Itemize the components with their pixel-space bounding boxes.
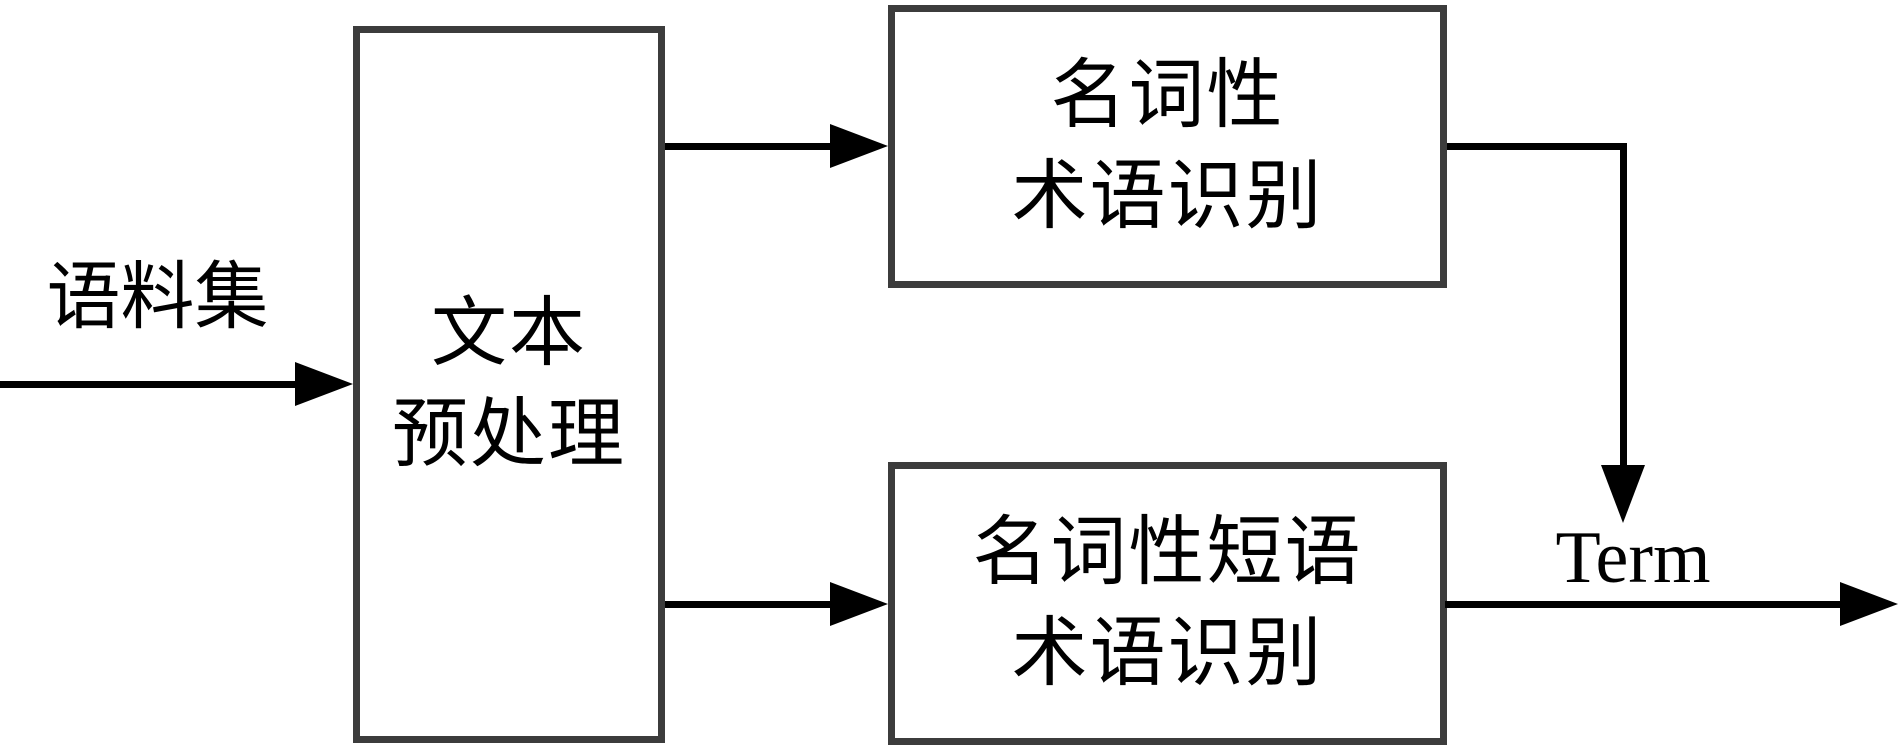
arrowhead-right-icon [830,124,888,168]
node-noun-phrase-term-line1: 名词性短语 [972,510,1363,595]
corpus-input-arrow-line [0,381,297,388]
edge-preprocess-to-noun-phrase-line [665,601,832,608]
corpus-label: 语料集 [46,257,269,339]
arrowhead-right-icon [1840,582,1898,626]
arrowhead-right-icon [830,582,888,626]
node-text-preprocess-line1: 文本 [431,291,587,376]
node-text-preprocess-line2: 预处理 [392,392,626,477]
edge-noun-term-elbow-horizontal [1447,143,1627,150]
node-noun-term-line2: 术语识别 [1011,154,1324,239]
node-text-preprocess: 文本 预处理 [353,26,665,743]
node-noun-phrase-term-line2: 术语识别 [1011,611,1324,696]
edge-noun-term-elbow-vertical [1620,143,1627,467]
node-noun-term-line1: 名词性 [1050,53,1285,138]
term-output-arrow-line [1445,601,1842,608]
node-noun-phrase-term-recognition: 名词性短语 术语识别 [888,462,1447,745]
arrowhead-right-icon [295,362,353,406]
node-noun-term-recognition: 名词性 术语识别 [888,5,1447,288]
term-label: Term [1555,517,1711,599]
edge-preprocess-to-noun-term-line [665,143,832,150]
arrowhead-down-icon [1601,465,1645,523]
